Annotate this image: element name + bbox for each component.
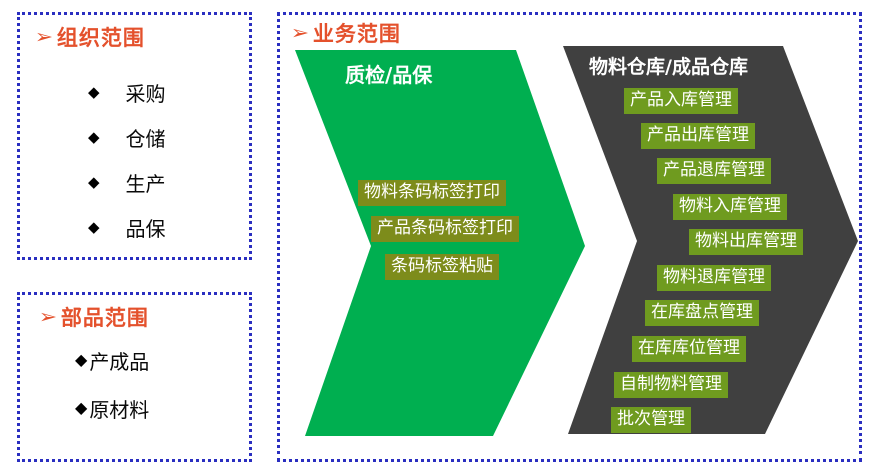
- diamond-bullet-icon: ◆: [88, 173, 100, 191]
- green-chevron-shape: [295, 50, 585, 436]
- gray-chevron-item: 物料入库管理: [673, 194, 787, 220]
- part-scope-heading: ➢ 部品范围: [38, 302, 149, 332]
- gray-chevron-item: 批次管理: [611, 407, 691, 433]
- gray-chevron-item: 产品退库管理: [657, 158, 771, 184]
- part-scope-title: 部品范围: [60, 306, 149, 330]
- gray-chevron-item: 产品入库管理: [624, 88, 738, 114]
- arrow-bullet-icon: ➢: [34, 25, 55, 48]
- organization-scope-heading: ➢ 组织范围: [34, 22, 145, 52]
- list-item: ◆ 采购: [88, 70, 166, 115]
- gray-chevron-item: 物料退库管理: [657, 265, 771, 291]
- gray-chevron-item: 在库盘点管理: [645, 300, 759, 326]
- diamond-bullet-icon: ◆: [88, 83, 100, 101]
- list-item-label: 采购: [125, 82, 166, 106]
- list-item-label: 品保: [125, 217, 166, 241]
- gray-chevron-item: 自制物料管理: [614, 372, 728, 398]
- list-item: ◆ 原材料: [75, 384, 149, 432]
- list-item: ◆ 产成品: [75, 336, 149, 384]
- organization-scope-list: ◆ 采购 ◆ 仓储 ◆ 生产 ◆ 品保: [88, 70, 166, 250]
- gray-chevron-item: 物料出库管理: [689, 229, 803, 255]
- gray-chevron-item: 在库库位管理: [632, 336, 746, 362]
- list-item-label: 仓储: [125, 127, 166, 151]
- diamond-bullet-icon: ◆: [75, 398, 88, 417]
- part-scope-panel: [17, 292, 252, 462]
- list-item: ◆ 仓储: [88, 115, 166, 160]
- green-chevron-item: 物料条码标签打印: [358, 180, 506, 206]
- green-chevron-title: 质检/品保: [345, 63, 433, 87]
- diamond-bullet-icon: ◆: [88, 128, 100, 146]
- arrow-bullet-icon: ➢: [290, 21, 311, 44]
- list-item-label: 生产: [125, 172, 166, 196]
- gray-chevron-title: 物料仓库/成品仓库: [589, 56, 748, 78]
- diamond-bullet-icon: ◆: [88, 218, 100, 236]
- list-item-label: 产成品: [89, 349, 150, 374]
- green-chevron-item: 产品条码标签打印: [371, 216, 519, 242]
- diamond-bullet-icon: ◆: [75, 350, 88, 369]
- organization-scope-panel: [17, 12, 252, 260]
- gray-chevron-item: 产品出库管理: [641, 123, 755, 149]
- business-scope-heading: ➢ 业务范围: [290, 18, 401, 48]
- list-item-label: 原材料: [89, 397, 150, 422]
- part-scope-list: ◆ 产成品 ◆ 原材料: [75, 336, 149, 432]
- organization-scope-title: 组织范围: [56, 26, 145, 50]
- green-chevron-item: 条码标签粘贴: [385, 254, 499, 280]
- list-item: ◆ 生产: [88, 160, 166, 205]
- arrow-bullet-icon: ➢: [38, 305, 59, 328]
- business-scope-title: 业务范围: [312, 22, 401, 46]
- list-item: ◆ 品保: [88, 205, 166, 250]
